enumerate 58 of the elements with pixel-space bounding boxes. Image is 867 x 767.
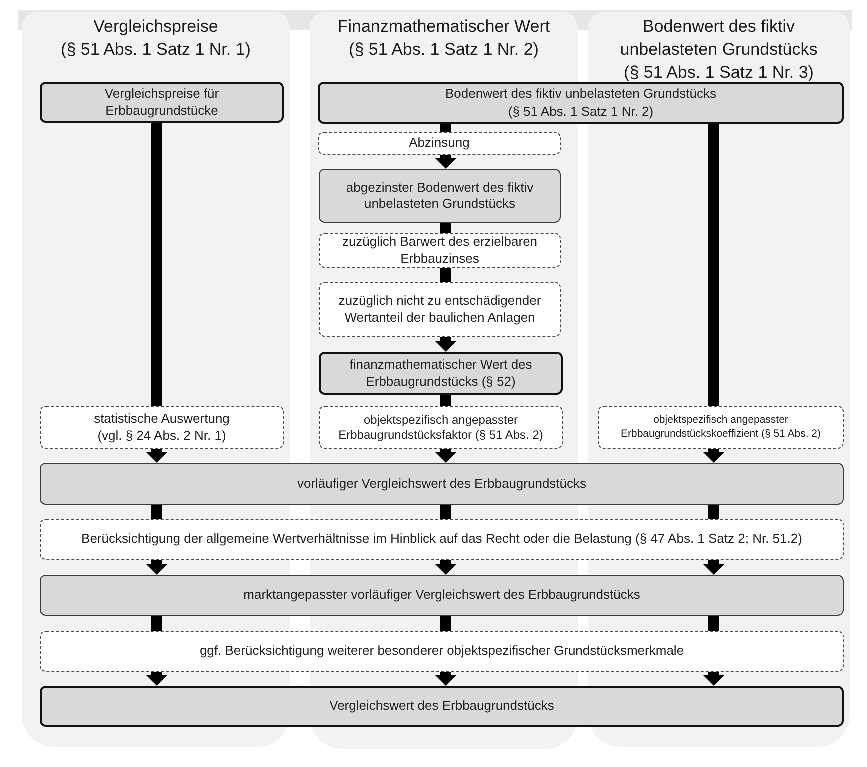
connector-bar (708, 505, 720, 519)
box-text: abgezinster Bodenwert des fiktiv unbelasteten Grundstücks (345, 180, 535, 212)
connector-bar (708, 616, 720, 631)
process-box (40, 82, 284, 123)
box-text: statistische Auswertung (vgl. § 24 Abs. 2 Nr. 1) (93, 411, 231, 444)
process-box (319, 352, 563, 395)
arrow (435, 155, 457, 169)
arrow (146, 672, 168, 686)
column-heading: Bodenwert des fiktiv unbelasteten Grundstücks (619, 16, 819, 61)
box-text: objektspezifisch angepasster Erbbaugrundstücksfaktor (§ 51 Abs. 2) (338, 412, 544, 442)
connector-bar (440, 395, 452, 406)
process-box (318, 82, 844, 124)
box-text: objektspezifisch angepasster Erbbaugrundstückskoeffizient (§ 51 Abs. 2) (620, 414, 822, 441)
box-text: Bodenwert des fiktiv unbelasteten Grundstücks (446, 86, 716, 102)
connector-bar (440, 124, 452, 132)
box-text: Berücksichtigung der allgemeine Wertverhältnisse im Hinblick auf das Recht oder die Belastung (§ 47 Abs. 1 Satz 2; Nr. 51.2) (82, 531, 802, 548)
arrow (435, 449, 457, 463)
dashed-step-box (40, 406, 284, 449)
arrow (703, 560, 725, 575)
dashed-step-box (598, 406, 844, 449)
column-heading: Vergleichspreise (94, 16, 218, 38)
box-text: ggf. Berücksichtigung weiterer besonderer objektspezifischer Grundstücksmerkmale (200, 643, 684, 660)
box-text: Vergleichspreise für Erbbaugrundstücke (104, 86, 220, 119)
process-box (319, 169, 561, 223)
process-box (40, 463, 844, 505)
dashed-step-box (319, 282, 561, 337)
box-text: (§ 51 Abs. 1 Satz 1 Nr. 2) (508, 104, 654, 120)
process-box (40, 686, 844, 727)
column-heading: Finanzmathematischer Wert (338, 16, 550, 38)
arrow (435, 672, 457, 686)
box-text: zuzüglich Barwert des erzielbaren Erbbauzinses (341, 234, 539, 267)
connector-bar (152, 505, 162, 519)
box-text: finanzmathematischer Wert des Erbbaugrundstücks (§ 52) (348, 357, 534, 390)
process-box (40, 575, 844, 616)
dashed-step-box (318, 132, 561, 155)
arrow (703, 449, 725, 463)
arrow (435, 337, 457, 352)
box-text: marktangepasster vorläufiger Vergleichswert des Erbbaugrundstücks (244, 587, 640, 604)
dashed-step-box (40, 519, 844, 560)
box-text: Vergleichswert des Erbbaugrundstücks (330, 698, 554, 715)
box-text: vorläufiger Vergleichswert des Erbbaugrundstücks (297, 476, 587, 492)
connector-bar (440, 505, 452, 519)
box-text: zuzüglich nicht zu entschädigender Wertanteil der baulichen Anlagen (338, 293, 542, 326)
connector-bar (440, 223, 452, 233)
arrow (146, 449, 168, 463)
column-heading: (§ 51 Abs. 1 Satz 1 Nr. 1) (61, 39, 251, 61)
box-text: Abzinsung (409, 135, 470, 152)
arrow (703, 672, 725, 686)
column-heading: (§ 51 Abs. 1 Satz 1 Nr. 3) (624, 62, 814, 84)
dashed-step-box (40, 631, 844, 672)
arrow (435, 560, 457, 575)
connector-bar (152, 616, 162, 631)
connector-bar (440, 268, 452, 282)
dashed-step-box (319, 406, 563, 449)
dashed-step-box (319, 233, 561, 268)
arrow (146, 560, 168, 575)
column-heading: (§ 51 Abs. 1 Satz 1 Nr. 2) (349, 39, 539, 61)
connector-bar (440, 616, 452, 631)
